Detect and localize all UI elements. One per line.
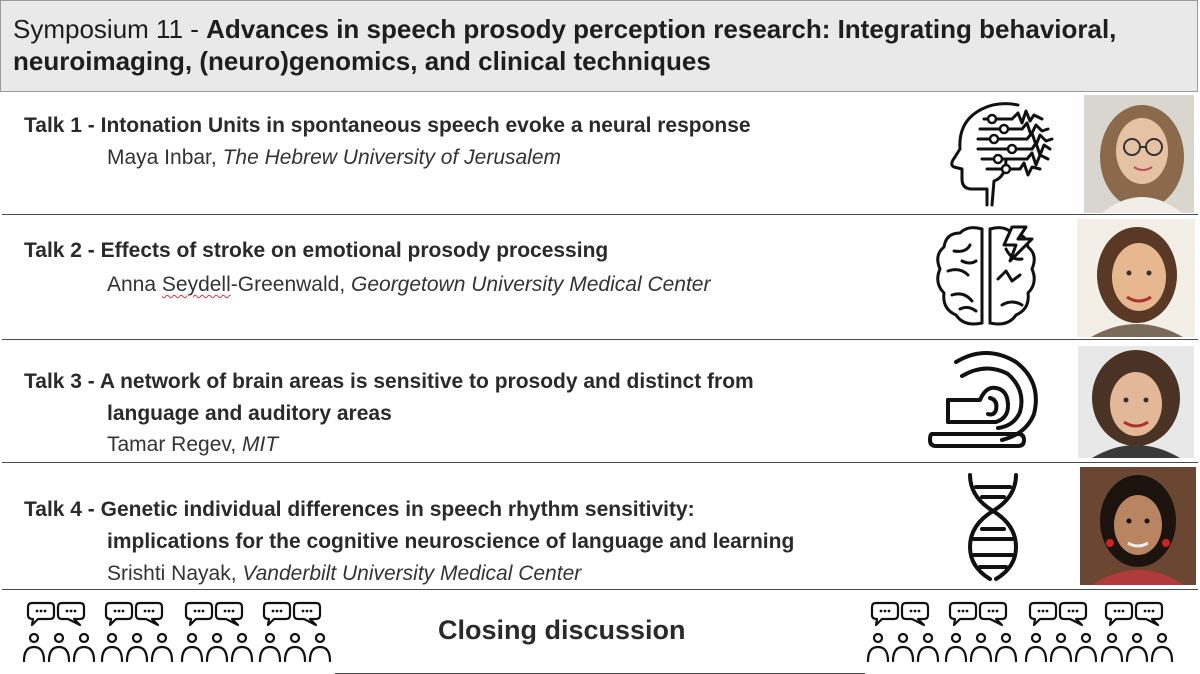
- talk-1-affiliation: The Hebrew University of Jerusalem: [222, 146, 562, 169]
- talk-3-title: Talk 3 - A network of brain areas is sen…: [24, 370, 754, 394]
- speaker-photo-srishti-nayak: [1080, 467, 1196, 585]
- talk-1-title: Talk 1 - Intonation Units in spontaneous…: [24, 114, 751, 138]
- head-circuit-icon: [950, 102, 1054, 207]
- talk-2-speaker-rest: -Greenwald,: [230, 273, 351, 296]
- talk-4-title: Talk 4 - Genetic individual differences …: [24, 498, 695, 522]
- talk-2-speaker-first: Anna: [107, 273, 162, 296]
- speaker-photo-tamar-regev: [1078, 346, 1194, 458]
- discussion-group-icon-right: [866, 601, 1174, 663]
- talk-4-number: Talk 4 -: [24, 498, 101, 521]
- talk-2-speaker-last-spellcheck: Seydell: [161, 273, 231, 296]
- talk-4-row: Talk 4 - Genetic individual differences …: [2, 463, 1198, 590]
- talk-3-speaker: Tamar Regev, MIT: [107, 433, 278, 457]
- talk-3-row: Talk 3 - A network of brain areas is sen…: [2, 340, 1198, 463]
- mri-scanner-icon: [928, 351, 1038, 448]
- talk-2-title-text: Effects of stroke on emotional prosody p…: [100, 239, 609, 262]
- talk-1-number: Talk 1 -: [24, 114, 101, 137]
- symposium-title-bold: Advances in speech prosody perception re…: [13, 14, 1117, 76]
- talk-3-affiliation: MIT: [242, 433, 279, 456]
- talk-1-row: Talk 1 - Intonation Units in spontaneous…: [2, 93, 1198, 215]
- talk-2-speaker: Anna Seydell-Greenwald, Georgetown Unive…: [107, 273, 710, 297]
- talk-1-title-text: Intonation Units in spontaneous speech e…: [100, 114, 751, 137]
- talk-1-speaker: Maya Inbar, The Hebrew University of Jer…: [107, 146, 561, 170]
- talk-3-number: Talk 3 -: [24, 370, 100, 393]
- talk-3-title-line-1: A network of brain areas is sensitive to…: [99, 370, 754, 393]
- brain-lightning-icon: [936, 225, 1036, 326]
- talk-2-affiliation: Georgetown University Medical Center: [351, 273, 711, 296]
- talk-4-title-line-2: implications for the cognitive neuroscie…: [107, 530, 795, 553]
- talk-3-title-line-2: language and auditory areas: [107, 402, 392, 425]
- talk-3-speaker-name: Tamar Regev,: [107, 433, 242, 456]
- talk-2-number: Talk 2 -: [24, 239, 101, 262]
- symposium-prefix: Symposium 11 -: [13, 14, 207, 44]
- dna-helix-icon: [967, 473, 1019, 581]
- talk-4-title-line-1: Genetic individual differences in speech…: [100, 498, 695, 521]
- symposium-header: Symposium 11 - Advances in speech prosod…: [0, 0, 1198, 92]
- symposium-title: Symposium 11 - Advances in speech prosod…: [13, 13, 1183, 77]
- talk-2-title: Talk 2 - Effects of stroke on emotional …: [24, 239, 608, 263]
- closing-discussion-label: Closing discussion: [438, 615, 686, 645]
- speaker-photo-maya-inbar: [1084, 95, 1194, 213]
- talk-4-affiliation: Vanderbilt University Medical Center: [242, 562, 582, 585]
- closing-row: Closing discussion: [0, 591, 1198, 674]
- talk-4-speaker: Srishti Nayak, Vanderbilt University Med…: [107, 562, 581, 586]
- talk-2-row: Talk 2 - Effects of stroke on emotional …: [2, 215, 1198, 340]
- speaker-photo-anna-seydell-greenwald: [1077, 219, 1195, 337]
- talk-4-speaker-name: Srishti Nayak,: [107, 562, 243, 585]
- talk-1-speaker-name: Maya Inbar,: [107, 146, 223, 169]
- discussion-group-icon: [22, 601, 332, 663]
